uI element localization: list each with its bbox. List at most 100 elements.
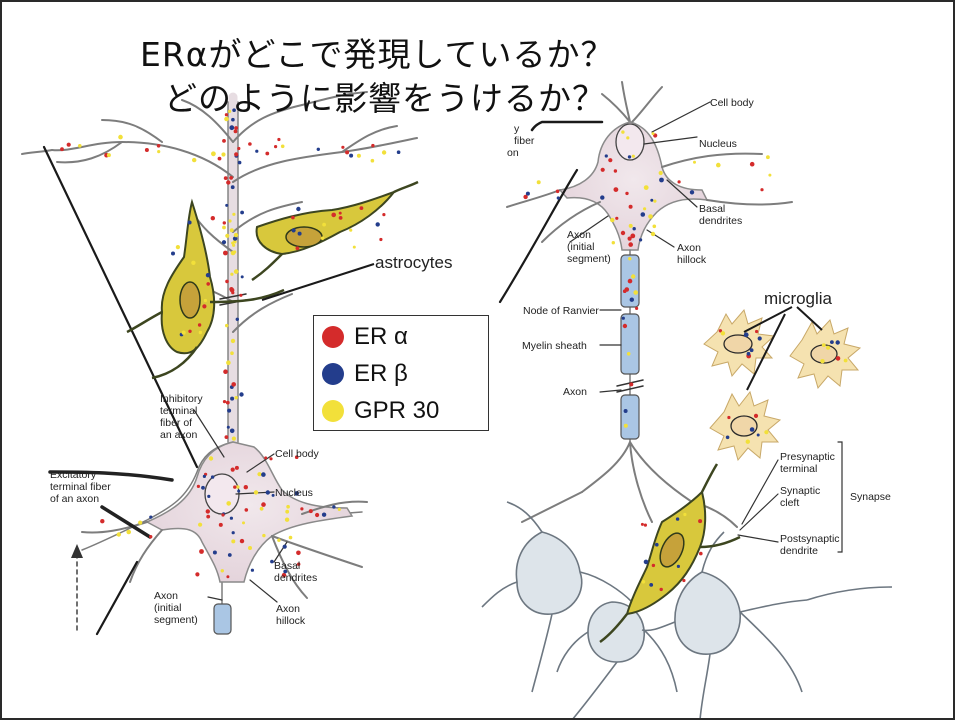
receptor-dot — [224, 176, 228, 180]
receptor-dot — [650, 199, 653, 202]
receptor-dot — [227, 426, 230, 429]
receptor-dot — [231, 251, 236, 256]
receptor-dot — [683, 513, 686, 516]
receptor-dot — [226, 180, 230, 184]
receptor-dot — [236, 485, 240, 489]
receptor-dot — [234, 130, 238, 134]
receptor-dot — [234, 152, 238, 156]
receptor-dot — [721, 331, 725, 335]
axon-hillock-label-right-1: Axon — [677, 242, 701, 254]
receptor-dot — [223, 221, 226, 224]
receptor-dot — [262, 534, 265, 537]
receptor-dot — [221, 152, 225, 156]
receptor-dot — [677, 565, 680, 568]
receptor-dot — [234, 269, 239, 274]
receptor-dot — [235, 466, 239, 470]
receptor-dot — [211, 475, 214, 478]
receptor-dot — [300, 507, 303, 510]
receptor-dot — [232, 213, 235, 216]
receptor-dot — [629, 382, 633, 386]
receptor-dot — [844, 359, 848, 363]
receptor-dot — [764, 430, 768, 434]
receptor-dot — [207, 495, 210, 498]
receptor-dot — [285, 518, 289, 522]
receptor-dot — [239, 392, 243, 396]
receptor-dot — [118, 135, 123, 140]
node-of-ranvier-label: Node of Ranvier — [523, 305, 599, 317]
receptor-dot — [653, 200, 656, 203]
receptor-dot — [231, 539, 235, 543]
receptor-dot — [820, 359, 824, 363]
receptor-dot — [641, 212, 646, 217]
receptor-dot — [209, 456, 213, 460]
inhibitory-label-2: terminal — [160, 405, 197, 417]
receptor-dot — [822, 343, 826, 347]
receptor-dot — [332, 505, 335, 508]
receptor-dot — [659, 171, 663, 175]
receptor-dot — [623, 324, 627, 328]
receptor-dot — [621, 130, 624, 133]
receptor-dot — [339, 216, 343, 220]
legend-item-er-alpha: ER α — [322, 322, 408, 352]
legend-item-gpr30: GPR 30 — [322, 396, 439, 426]
receptor-dot — [204, 299, 207, 302]
receptor-dot — [830, 340, 834, 344]
receptor-dot — [206, 515, 210, 519]
cell-body-label-right: Cell body — [710, 97, 755, 109]
receptor-dot — [277, 539, 280, 542]
receptor-dot — [628, 279, 633, 284]
receptor-dot — [615, 217, 618, 220]
receptor-dot — [230, 273, 233, 276]
receptor-dot — [331, 213, 336, 218]
receptor-dot — [226, 401, 230, 405]
receptor-dot — [727, 416, 730, 419]
receptor-dot — [676, 517, 679, 520]
receptor-dot — [176, 245, 180, 249]
receptor-dot — [397, 150, 401, 154]
receptor-dot — [226, 501, 231, 506]
receptor-dot — [218, 157, 222, 161]
right-fragment-3: on — [507, 147, 519, 159]
receptor-dot — [660, 588, 663, 591]
axon-initial-label-right-3: segment) — [567, 253, 611, 265]
receptor-dot — [191, 261, 195, 265]
receptor-dot — [223, 251, 228, 256]
receptor-dot — [629, 205, 633, 209]
receptor-dot — [836, 340, 840, 344]
receptor-dot — [627, 352, 631, 356]
receptor-dot — [345, 150, 349, 154]
receptor-dot — [614, 187, 619, 192]
receptor-dot — [261, 472, 266, 477]
receptor-dot — [231, 468, 235, 472]
receptor-dot — [360, 206, 364, 210]
receptor-dot — [760, 188, 763, 191]
axon-hillock-label-left-2: hillock — [276, 615, 306, 627]
receptor-dot — [238, 161, 242, 165]
receptor-dot — [231, 185, 235, 189]
receptor-dot — [699, 552, 703, 556]
microglia-label: microglia — [764, 289, 833, 308]
receptor-dot — [248, 546, 252, 550]
receptor-dot — [321, 237, 324, 240]
postsynaptic-label-2: dendrite — [780, 545, 818, 557]
receptor-dot — [188, 330, 191, 333]
receptor-dot — [690, 190, 694, 194]
receptor-dot — [625, 192, 628, 195]
receptor-dot — [100, 519, 104, 523]
receptor-dot — [203, 475, 206, 478]
receptor-dot — [227, 409, 231, 413]
er-beta-swatch — [322, 363, 344, 385]
receptor-dot — [223, 400, 226, 403]
receptor-dot — [257, 472, 261, 476]
receptor-dot — [600, 195, 604, 199]
receptor-dot — [382, 213, 385, 216]
inhibitory-label-4: an axon — [160, 429, 198, 441]
receptor-dot — [242, 521, 245, 524]
legend: ER α ER β GPR 30 — [313, 315, 489, 431]
excitatory-label-2: terminal fiber — [50, 481, 111, 493]
receptor-dot — [222, 226, 226, 230]
receptor-dot — [747, 352, 751, 356]
receptor-dot — [610, 218, 614, 222]
astrocytes-label: astrocytes — [375, 253, 452, 272]
excitatory-label-3: of an axon — [50, 493, 99, 505]
